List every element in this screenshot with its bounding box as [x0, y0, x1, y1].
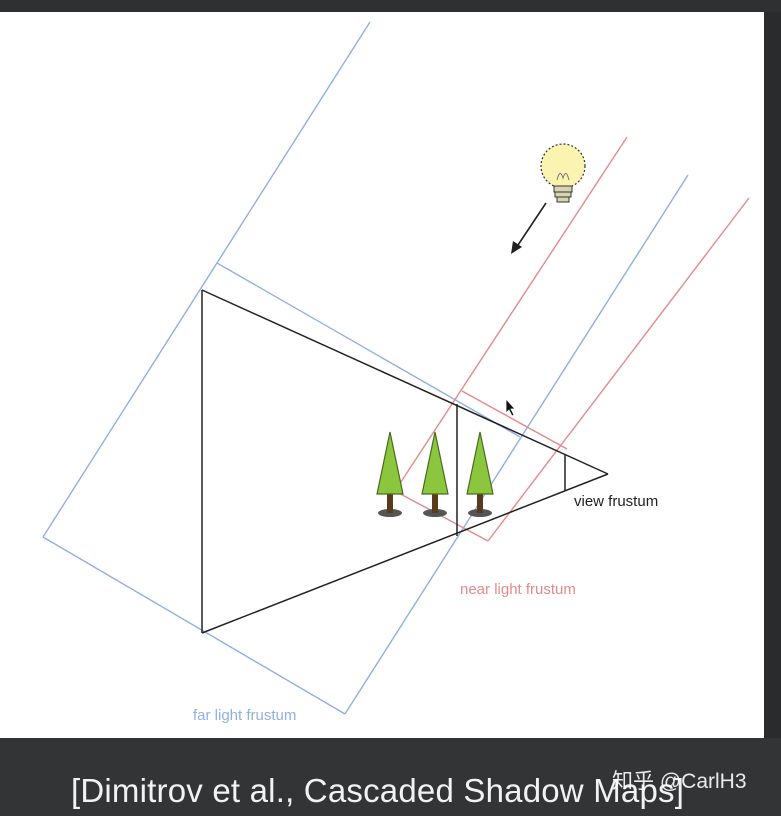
view-frustum	[201, 289, 609, 634]
near-light-frustum-label: near light frustum	[460, 581, 576, 598]
light-direction-arrow	[511, 202, 547, 254]
view-frustum-label: view frustum	[574, 493, 658, 510]
cascaded-shadow-diagram: view frustum near light frustum far ligh…	[42, 21, 750, 724]
caption-bar	[0, 738, 781, 816]
near-light-frustum	[394, 136, 750, 542]
slide-canvas	[0, 12, 764, 738]
far-frustum-left-edge	[42, 21, 371, 538]
far-frustum-near-plane	[216, 262, 521, 438]
tree-icon	[421, 431, 449, 517]
tree-icon	[466, 431, 494, 517]
view-frustum-top-edge	[201, 289, 609, 475]
far-light-frustum-label: far light frustum	[193, 707, 296, 724]
far-frustum-right-edge	[344, 174, 689, 715]
view-frustum-bottom-edge	[201, 473, 609, 634]
near-frustum-near-plane	[461, 390, 568, 450]
tree-icon	[376, 431, 404, 517]
mouse-cursor-icon	[505, 397, 516, 417]
citation-caption: [Dimitrov et al., Cascaded Shadow Maps]	[71, 772, 685, 809]
near-frustum-right-edge	[487, 197, 750, 542]
near-frustum-left-edge	[394, 136, 628, 492]
top-frame	[0, 0, 781, 12]
watermark: 知乎 @CarlH3	[612, 770, 747, 793]
far-frustum-bottom-edge	[42, 536, 346, 715]
light-bulb-icon	[540, 143, 586, 203]
far-light-frustum	[42, 21, 689, 715]
right-frame	[764, 12, 781, 738]
